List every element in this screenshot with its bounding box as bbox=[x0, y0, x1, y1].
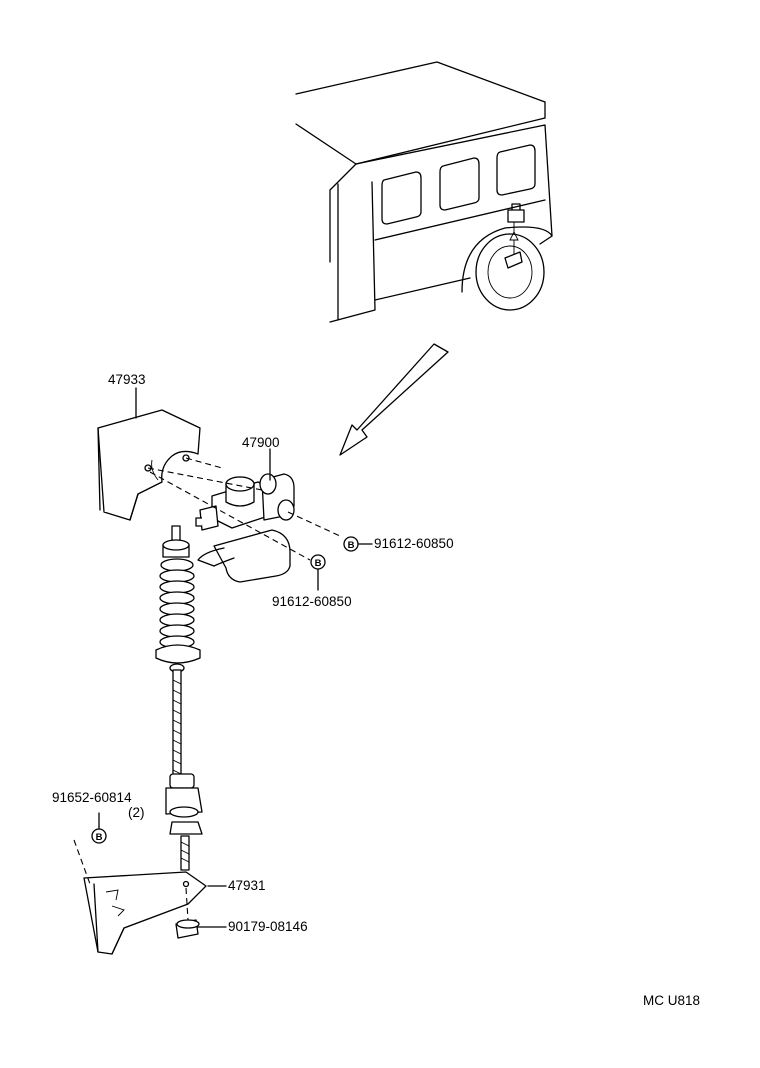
callout-bracket: 47931 bbox=[228, 878, 266, 893]
fastener-mark-lower: B bbox=[91, 828, 107, 844]
callout-bracket-bolt: 91652-60814 bbox=[52, 790, 132, 805]
view-direction-arrow bbox=[339, 343, 449, 456]
leveling-valve bbox=[171, 473, 295, 583]
callout-cover: 47933 bbox=[108, 372, 146, 387]
fastener-mark-upper: B bbox=[343, 536, 359, 552]
callout-bracket-bolt-qty: (2) bbox=[128, 805, 145, 820]
cover bbox=[97, 409, 201, 521]
bracket bbox=[83, 871, 207, 955]
svg-text:B: B bbox=[315, 558, 322, 569]
link-rod-assembly bbox=[155, 539, 203, 871]
svg-text:B: B bbox=[96, 832, 103, 843]
fastener-mark-middle: B bbox=[310, 554, 326, 570]
flange-nut bbox=[175, 919, 200, 939]
callout-nut: 90179-08146 bbox=[228, 919, 308, 934]
vehicle-illustration bbox=[295, 61, 553, 323]
callout-bolt-lower: 91612-60850 bbox=[272, 594, 352, 609]
callout-bolt-upper: 91612-60850 bbox=[374, 536, 454, 551]
spring bbox=[159, 558, 195, 649]
diagram-code: MC U818 bbox=[643, 993, 700, 1008]
svg-text:B: B bbox=[348, 540, 355, 551]
callout-valve: 47900 bbox=[242, 435, 280, 450]
